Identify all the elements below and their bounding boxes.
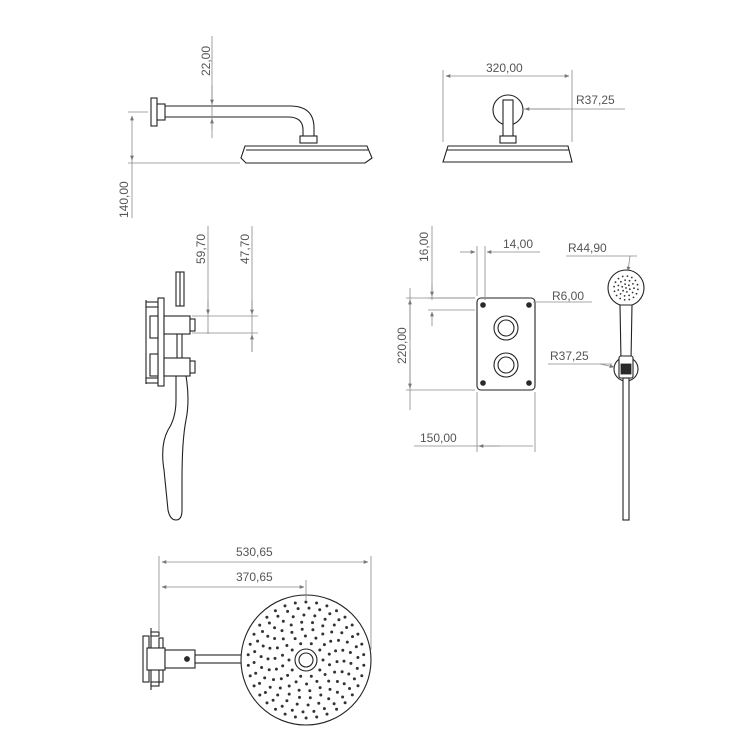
arm-connector — [299, 135, 318, 144]
front-view-rain-shower: 320,00 R37,25 — [442, 61, 625, 163]
side-view-rain-shower: 22,00 140,00 — [117, 36, 373, 218]
dim-plate-height: 220,00 — [395, 327, 409, 364]
rain-shower-nozzles — [246, 600, 366, 720]
dim-head-radius: R37,25 — [576, 93, 615, 107]
dim-plate-side-offset: 14,00 — [503, 237, 533, 251]
shower-arm-top — [165, 105, 315, 138]
dim-arm-drop: 22,00 — [199, 46, 213, 76]
handle-bottom-side — [163, 357, 191, 377]
dim-holder-radius: R37,25 — [550, 349, 589, 363]
hose-side — [162, 375, 189, 521]
dim-corner-radius: R6,00 — [552, 289, 584, 303]
connector-front — [499, 135, 517, 144]
shower-arm-bottom — [165, 116, 304, 138]
dim-valve-offset-1: 59,70 — [194, 234, 208, 264]
shower-head-front — [442, 145, 573, 163]
arm-top — [194, 654, 244, 664]
handle-top-side — [163, 315, 191, 335]
side-view-valve-assembly: 59,70 47,70 — [145, 226, 258, 521]
valve-plate-front — [476, 297, 536, 391]
dim-total-length: 530,65 — [236, 545, 273, 559]
dim-plate-width: 150,00 — [420, 431, 457, 445]
hand-shower-view: R44,90 R37,25 — [548, 241, 645, 521]
rain-shower-head-top — [240, 594, 372, 726]
dim-arm-length: 370,65 — [236, 570, 273, 584]
shower-head-side — [240, 145, 373, 164]
wall-flange — [150, 97, 158, 127]
top-view-rain-shower: 530,65 370,65 — [142, 545, 372, 726]
dim-hand-shower-radius: R44,90 — [568, 241, 607, 255]
hand-hose — [622, 377, 630, 521]
front-view-valve-plate: 16,00 14,00 R6,00 220,00 150,00 — [395, 226, 592, 452]
arm-body-top — [164, 649, 196, 669]
dim-valve-offset-2: 47,70 — [238, 234, 252, 264]
arm-front — [502, 99, 514, 137]
hand-shower-nozzles — [613, 275, 639, 301]
center-ring — [294, 648, 318, 672]
dim-head-width: 320,00 — [486, 61, 523, 75]
wall-mount-top — [146, 647, 166, 671]
dim-arm-height: 140,00 — [117, 181, 131, 218]
dim-plate-top-offset: 16,00 — [417, 232, 431, 262]
valve-plate-side — [157, 297, 165, 387]
hand-shower-handle — [619, 304, 633, 361]
flange-collar — [156, 103, 166, 121]
